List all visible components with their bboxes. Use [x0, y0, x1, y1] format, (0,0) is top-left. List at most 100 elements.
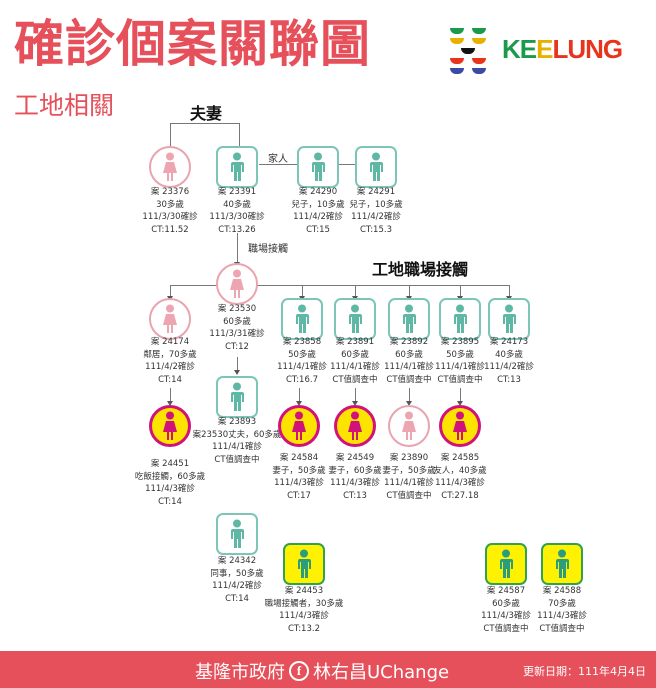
logo-letter: N	[585, 34, 604, 64]
case-node-24587	[485, 543, 527, 585]
male-person-icon	[497, 549, 515, 579]
workplace-contact-label: 職場接觸	[248, 244, 288, 255]
case-node-24453	[283, 543, 325, 585]
case-date: 111/4/1確診	[384, 362, 434, 372]
case-case: 案 23892	[389, 337, 429, 347]
case-node-23858	[281, 298, 323, 340]
footer-page-name[interactable]: 林右昌UChange	[313, 662, 450, 683]
case-date: 111/4/3確診	[145, 484, 195, 494]
case-case: 案 24587	[486, 586, 526, 596]
case-case: 案 24451	[150, 459, 190, 469]
case-date: 111/4/1確診	[212, 442, 262, 452]
case-line1: 同事，50多歲	[210, 568, 264, 579]
case-ct: CT:12	[225, 341, 249, 352]
female-person-icon	[289, 411, 309, 441]
case-ct: CT:16.7	[286, 374, 318, 385]
case-case: 案 23893	[217, 417, 257, 427]
case-line1: 40多歲	[223, 199, 251, 210]
site-workplace-contact-label: 工地職場接觸	[372, 260, 469, 279]
case-node-24173	[488, 298, 530, 340]
case-date: 111/4/1確診	[384, 478, 434, 488]
case-line1: 兒子，10多歲	[349, 199, 403, 210]
female-person-icon	[345, 411, 365, 441]
case-ct: CT:15.3	[360, 224, 392, 235]
case-ct: CT:14	[225, 593, 249, 604]
case-ct: CT:27.18	[441, 490, 479, 501]
case-date: 111/4/3確診	[481, 611, 531, 621]
female-person-icon	[160, 411, 180, 441]
case-ct: CT值調查中	[437, 374, 483, 385]
case-line1: 友人，40多歲	[433, 465, 487, 476]
male-person-icon	[228, 382, 246, 412]
page-subtitle: 工地相關	[14, 91, 115, 120]
case-date: 111/4/1確診	[277, 362, 327, 372]
case-node-23893	[216, 376, 258, 418]
case-ct: CT:17	[287, 490, 311, 501]
case-node-24342	[216, 513, 258, 555]
case-case: 案 23376	[150, 187, 190, 197]
case-node-24174	[149, 298, 191, 340]
case-ct: CT值調查中	[483, 623, 529, 634]
footer-bar: 基隆市政府 f 林右昌UChange 更新日期：111年4月4日	[0, 651, 656, 688]
male-person-icon	[451, 304, 469, 334]
case-node-23891	[334, 298, 376, 340]
case-line1: 兒子，10多歲	[291, 199, 345, 210]
case-node-24291	[355, 146, 397, 188]
logo-letter: K	[502, 34, 521, 64]
case-case: 案 24549	[335, 453, 375, 463]
keelung-logo: KEELUNG	[448, 24, 648, 80]
case-case: 案 23858	[282, 337, 322, 347]
case-date: 111/4/2確診	[145, 362, 195, 372]
couple-label: 夫妻	[190, 104, 223, 123]
case-case: 案 24290	[298, 187, 338, 197]
case-info-23858: 案 23858 50多歲 111/4/1確診 CT:16.7	[247, 336, 357, 386]
case-date: 111/3/31確診	[209, 329, 265, 339]
case-line1: 60多歲	[395, 349, 423, 360]
case-ct: CT:14	[158, 496, 182, 507]
case-ct: CT:13.26	[218, 224, 256, 235]
case-case: 案 24588	[542, 586, 582, 596]
female-person-icon	[160, 304, 180, 334]
case-line1: 30多歲	[156, 199, 184, 210]
case-case: 案 24453	[284, 586, 324, 596]
case-node-23376	[149, 146, 191, 188]
case-date: 111/4/1確診	[330, 362, 380, 372]
case-info-23892: 案 23892 60多歲 111/4/1確診 CT值調查中	[354, 336, 464, 386]
case-ct: CT:13.2	[288, 623, 320, 634]
case-ct: CT值調查中	[386, 374, 432, 385]
case-date: 111/4/3確診	[435, 478, 485, 488]
case-node-24584	[278, 405, 320, 447]
case-date: 111/4/2確診	[212, 581, 262, 591]
case-case: 案 23891	[335, 337, 375, 347]
case-date: 111/4/3確診	[537, 611, 587, 621]
case-date: 111/4/3確診	[279, 611, 329, 621]
update-date: 更新日期：111年4月4日	[523, 665, 646, 678]
logo-letter: L	[552, 34, 568, 64]
case-line1: 50多歲	[288, 349, 316, 360]
case-case: 案 24173	[489, 337, 529, 347]
case-line1: 妻子，60多歲	[328, 465, 382, 476]
case-ct: CT值調查中	[539, 623, 585, 634]
female-person-icon	[227, 269, 247, 299]
male-person-icon	[400, 304, 418, 334]
facebook-icon[interactable]: f	[289, 661, 309, 681]
case-date: 111/4/3確診	[330, 478, 380, 488]
case-case: 案 23391	[217, 187, 257, 197]
case-ct: CT值調查中	[214, 454, 260, 465]
logo-letter: E	[519, 34, 537, 64]
case-line1: 妻子，50多歲	[272, 465, 326, 476]
family-label: 家人	[268, 154, 288, 165]
case-case: 案 24584	[279, 453, 319, 463]
male-person-icon	[295, 549, 313, 579]
case-ct: CT:14	[158, 374, 182, 385]
female-person-icon	[450, 411, 470, 441]
